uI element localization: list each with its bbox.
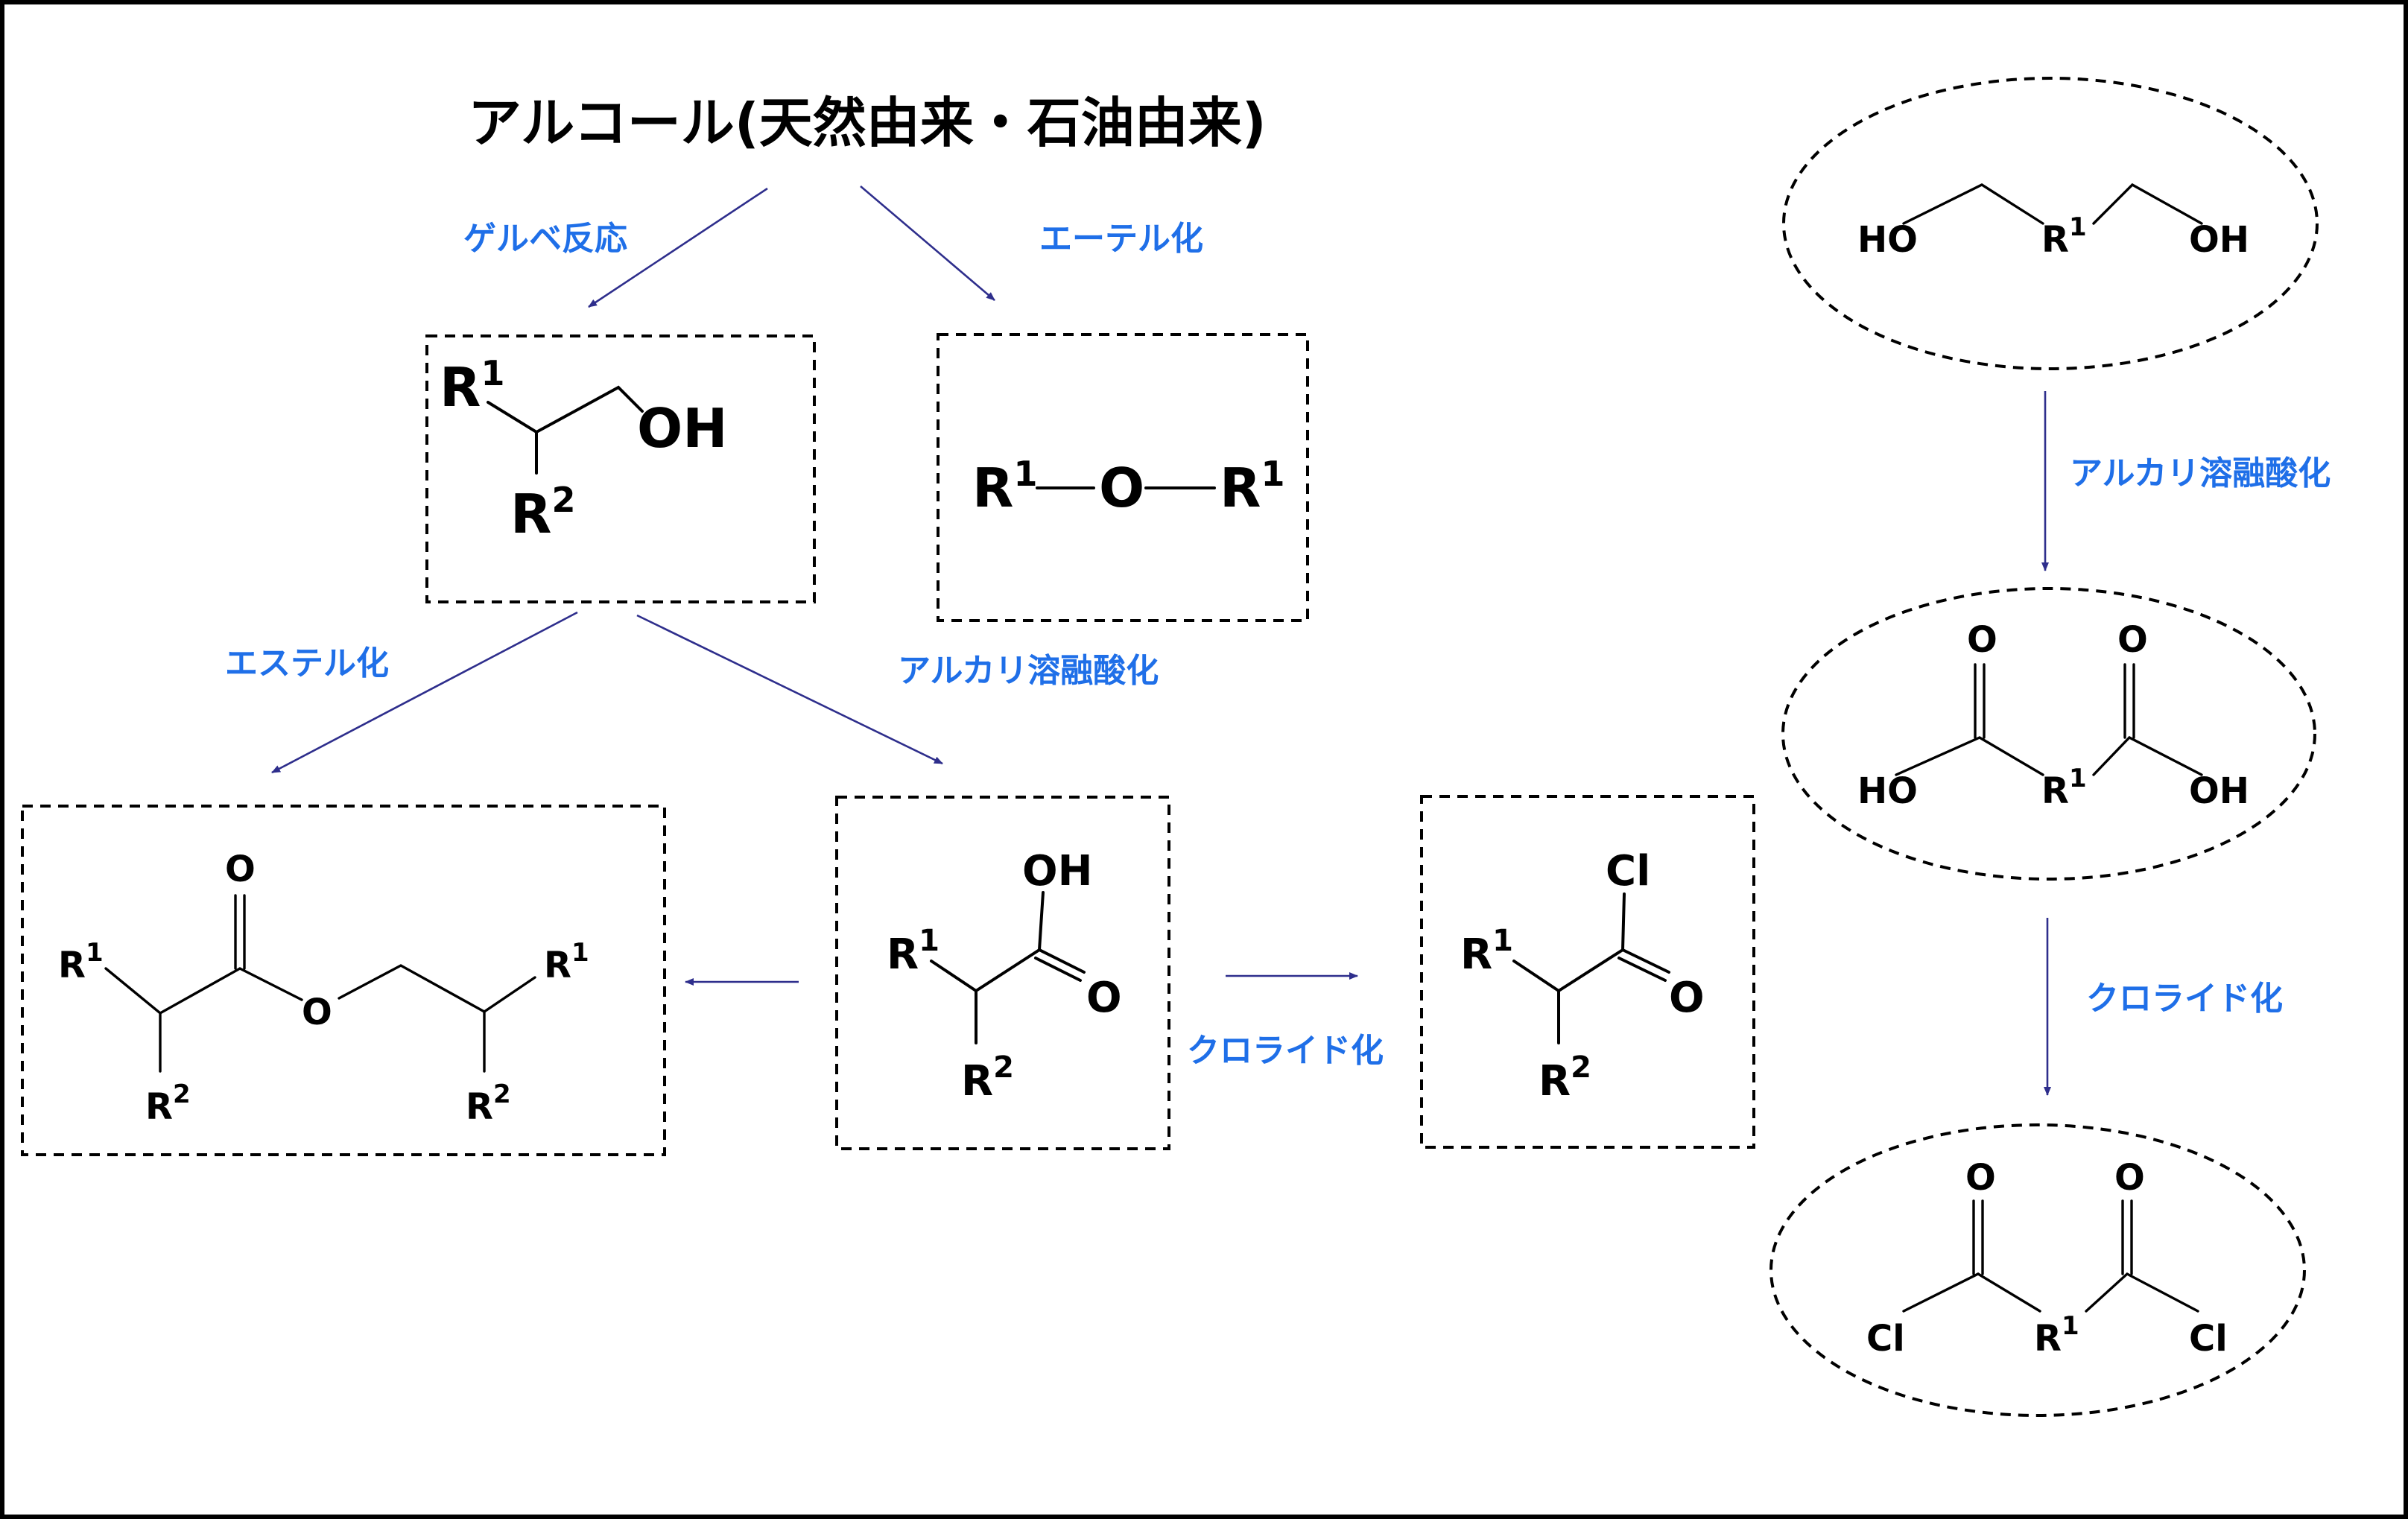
atom-r2-acid: R2 <box>961 1050 1014 1106</box>
atom-r2-chloride: R2 <box>1539 1050 1591 1106</box>
bond-diol-right <box>2092 183 2203 225</box>
bond-diacid-left <box>1895 736 2044 776</box>
atom-r1-alkoxy: R1 <box>544 938 589 986</box>
dichloride-ellipse <box>1769 1123 2306 1417</box>
bond-chloride-carbonyl-b <box>1618 957 1667 982</box>
atom-r2: R2 <box>510 480 575 545</box>
atom-oh-diol: OH <box>2189 219 2249 261</box>
atom-r2-alkoxy: R2 <box>466 1079 511 1128</box>
arrow-to-guerbet-alcohol <box>588 187 768 308</box>
atom-cl-dichloride-right: Cl <box>2189 1318 2228 1360</box>
diacid-structure: O O HO R1 OH <box>1781 587 2316 881</box>
label-alkali-fusion-oxidation-1: アルカリ溶融酸化 <box>898 652 1159 690</box>
bond-acid-carbonyl-b <box>1034 957 1082 982</box>
bond-acid-chain <box>930 891 1045 993</box>
atom-oh: OH <box>637 397 727 460</box>
diagram-title: アルコール(天然由来・石油由来) <box>468 92 1267 154</box>
diol-structure: HO R1 OH <box>1782 77 2319 370</box>
atom-oh-acid: OH <box>1022 847 1092 895</box>
arrow-to-ether <box>860 185 995 301</box>
atom-r1-dichloride: R1 <box>2034 1311 2079 1360</box>
bond-acid-carbonyl-a <box>1038 948 1086 974</box>
bond-chloride-carbonyl-a <box>1621 948 1670 974</box>
atom-o-ether: O <box>1099 457 1144 519</box>
guerbet-alcohol-structure: R1 OH R2 <box>425 334 816 603</box>
atom-r1-diol: R1 <box>2041 212 2087 261</box>
atom-o-diacid-right: O <box>2117 619 2148 661</box>
carboxylic-acid-structure: OH O R1 R2 <box>835 796 1170 1150</box>
label-chloridation-1: クロライド化 <box>1187 1032 1384 1070</box>
bond-acyl-chain <box>104 967 303 1015</box>
bond-chloride-chain <box>1512 892 1626 993</box>
atom-cl-dichloride-left: Cl <box>1866 1318 1905 1360</box>
label-esterification: エステル化 <box>225 644 389 682</box>
atom-o-ester: O <box>302 992 332 1033</box>
atom-o-acid: O <box>1086 974 1122 1022</box>
ether-structure: R1 O R1 <box>937 333 1309 622</box>
ester-box <box>21 805 666 1156</box>
guerbet-alcohol-box <box>425 334 816 603</box>
atom-r1-left: R1 <box>972 454 1037 519</box>
atom-r1: R1 <box>440 353 504 419</box>
bond-diol-left <box>1902 183 2044 225</box>
ether-box <box>937 333 1309 622</box>
arrow-to-carboxylic-acid <box>636 614 943 765</box>
atom-r1-diacid: R1 <box>2041 764 2087 812</box>
bond-dichloride-right <box>2085 1272 2199 1313</box>
label-guerbet-reaction: ゲルベ反応 <box>463 220 627 258</box>
atom-o-carbonyl: O <box>225 849 256 890</box>
arrow-to-ester <box>271 611 578 774</box>
acyl-chloride-structure: Cl O R1 R2 <box>1420 795 1755 1149</box>
label-chloridation-2: クロライド化 <box>2086 980 2283 1018</box>
acyl-chloride-box <box>1420 795 1755 1149</box>
bond-alkoxy-chain <box>338 964 536 1013</box>
atom-r1-acid: R1 <box>887 924 940 979</box>
bond-diacid-right <box>2092 735 2203 776</box>
atom-o-dichloride-right: O <box>2114 1157 2145 1199</box>
diol-ellipse <box>1782 77 2319 370</box>
atom-ho-diol: HO <box>1857 219 1918 261</box>
atom-ho-diacid: HO <box>1857 770 1918 812</box>
atom-oh-diacid: OH <box>2189 770 2249 812</box>
label-etherification: エーテル化 <box>1039 220 1203 258</box>
atom-cl: Cl <box>1606 847 1650 895</box>
atom-r1-acyl: R1 <box>58 938 104 986</box>
atom-o-diacid-left: O <box>1967 619 1997 661</box>
atom-r1-right: R1 <box>1220 454 1284 519</box>
atom-o-chloride: O <box>1669 974 1705 1022</box>
diacid-ellipse <box>1781 587 2316 881</box>
bond-dichloride-left <box>1902 1272 2041 1313</box>
ester-structure: O O R1 R2 R1 R2 <box>21 805 666 1156</box>
atom-r2-acyl: R2 <box>145 1079 191 1128</box>
label-alkali-fusion-oxidation-2: アルカリ溶融酸化 <box>2070 454 2331 492</box>
carboxylic-acid-box <box>835 796 1170 1150</box>
bond-chain <box>487 385 644 434</box>
diacid-dichloride-structure: O O Cl R1 Cl <box>1769 1123 2306 1417</box>
atom-r1-chloride: R1 <box>1460 924 1513 979</box>
atom-o-dichloride-left: O <box>1965 1157 1996 1199</box>
